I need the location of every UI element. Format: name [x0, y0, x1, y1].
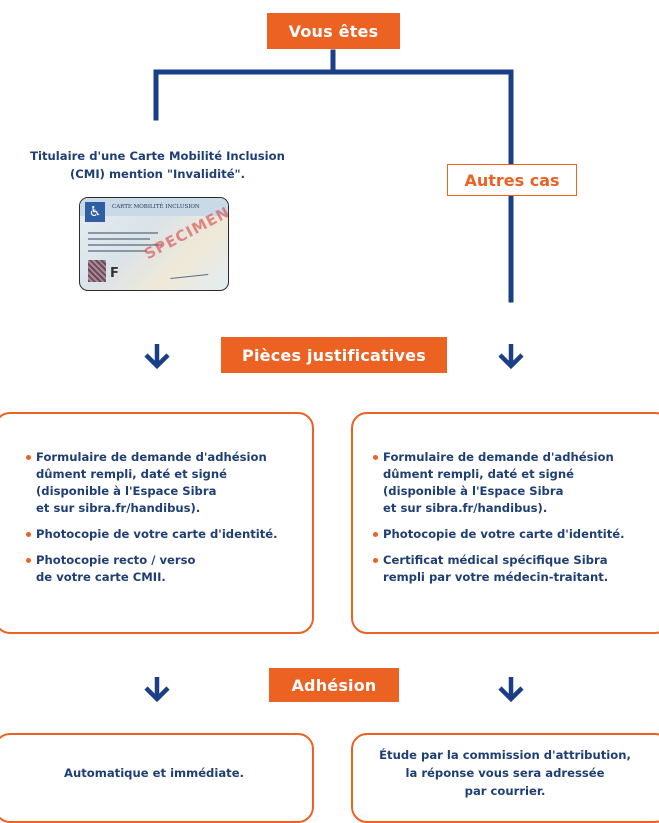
list-item: Photocopie de votre carte d'identité.: [26, 526, 302, 543]
right-result-panel: Étude par la commission d'attribution, l…: [351, 733, 659, 823]
list-item: Certificat médical spécifique Sibra remp…: [373, 552, 659, 586]
right-documents-panel: Formulaire de demande d'adhésion dûment …: [351, 412, 659, 634]
arrow-down-icon-right-1: [498, 344, 524, 370]
adhesion-box: Adhésion: [269, 668, 399, 702]
wheelchair-icon: ♿: [85, 202, 105, 222]
left-documents-list: Formulaire de demande d'adhésion dûment …: [26, 449, 302, 586]
autres-cas-box: Autres cas: [447, 164, 577, 196]
card-lines: [88, 228, 168, 256]
card-photo: [88, 260, 106, 282]
arrow-down-icon-left-1: [144, 344, 170, 370]
left-result-text: Automatique et immédiate.: [64, 766, 244, 780]
list-item: Formulaire de demande d'adhésion dûment …: [26, 449, 302, 517]
right-result-text: Étude par la commission d'attribution, l…: [379, 748, 631, 798]
titulaire-text: Titulaire d'une Carte Mobilité Inclusion…: [30, 149, 285, 181]
list-item: Photocopie recto / verso de votre carte …: [26, 552, 302, 586]
vous-etes-label: Vous êtes: [288, 21, 379, 41]
card-header-band: [80, 198, 228, 216]
vous-etes-box: Vous êtes: [267, 13, 400, 49]
arrow-down-icon-right-2: [498, 677, 524, 703]
left-documents-panel: Formulaire de demande d'adhésion dûment …: [0, 412, 314, 634]
pieces-justificatives-label: Pièces justificatives: [242, 345, 426, 365]
card-signature: [169, 268, 209, 279]
list-item: Photocopie de votre carte d'identité.: [373, 526, 659, 543]
list-item: Formulaire de demande d'adhésion dûment …: [373, 449, 659, 517]
arrow-down-icon-left-2: [144, 677, 170, 703]
autres-cas-label: Autres cas: [464, 170, 560, 190]
right-documents-list: Formulaire de demande d'adhésion dûment …: [373, 449, 659, 586]
pieces-justificatives-box: Pièces justificatives: [221, 337, 447, 373]
adhesion-label: Adhésion: [291, 675, 377, 695]
card-letter: F: [110, 266, 119, 281]
cmi-card-image: ♿ CARTE MOBILITÉ INCLUSION SPECIMEN F: [79, 197, 229, 291]
card-header-text: CARTE MOBILITÉ INCLUSION: [112, 204, 200, 210]
left-result-panel: Automatique et immédiate.: [0, 733, 314, 823]
